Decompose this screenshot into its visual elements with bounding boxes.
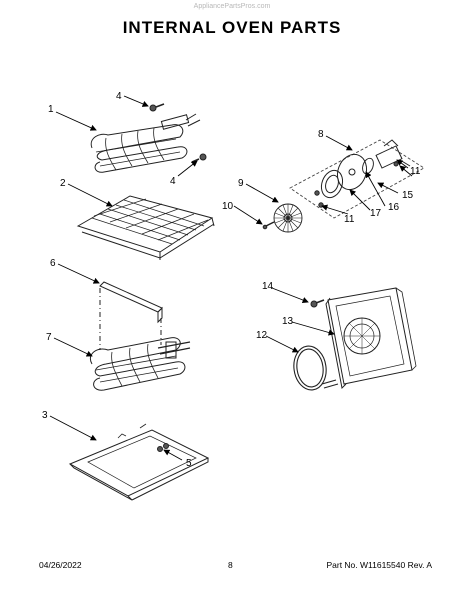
- screw-icon: [314, 190, 324, 208]
- callout-15: 15: [402, 190, 414, 201]
- callout-14: 14: [262, 281, 274, 292]
- convection-element-ring: [320, 169, 344, 199]
- oven-rack: [76, 195, 215, 260]
- callout-3: 3: [42, 410, 48, 421]
- watermark: AppliancePartsPros.com: [193, 3, 271, 10]
- convection-fan-blade: [273, 203, 303, 233]
- leader-lines: [49, 95, 413, 461]
- bottom-panel: [68, 423, 210, 501]
- page-title: INTERNAL OVEN PARTS: [122, 18, 342, 37]
- screw-icon: [191, 153, 207, 163]
- bake-element: [90, 337, 191, 391]
- callout-5: 5: [186, 458, 192, 469]
- callout-2: 2: [60, 178, 66, 189]
- callout-4: 4: [170, 176, 176, 187]
- callout-7: 7: [46, 332, 52, 343]
- screw-icon: [157, 443, 169, 452]
- callout-4: 4: [116, 91, 122, 102]
- callout-13: 13: [282, 316, 294, 327]
- callout-10: 10: [222, 201, 234, 212]
- screw-icon: [149, 103, 165, 112]
- fan-baffle: [336, 153, 368, 191]
- convection-heating-element: [293, 345, 339, 391]
- convection-motor: [375, 139, 411, 169]
- footer-date: 04/26/2022: [39, 560, 82, 570]
- callout-11: 11: [410, 166, 421, 177]
- rack-guide: [99, 281, 163, 350]
- gasket-ring: [362, 157, 374, 175]
- callout-12: 12: [256, 330, 268, 341]
- callout-17: 17: [370, 208, 382, 219]
- callout-8: 8: [318, 129, 324, 140]
- screw-icon: [262, 221, 275, 230]
- callout-9: 9: [238, 178, 244, 189]
- rear-convection-cover: [325, 287, 417, 390]
- callout-11: 11: [344, 214, 355, 225]
- callout-6: 6: [50, 258, 56, 269]
- convection-assembly-box: [289, 139, 425, 219]
- callout-16: 16: [388, 202, 400, 213]
- callout-1: 1: [48, 104, 54, 115]
- broil-element: [90, 113, 201, 173]
- footer-part-number: Part No. W11615540 Rev. A: [326, 560, 432, 570]
- screw-icon: [310, 299, 325, 308]
- footer-page-number: 8: [228, 560, 233, 570]
